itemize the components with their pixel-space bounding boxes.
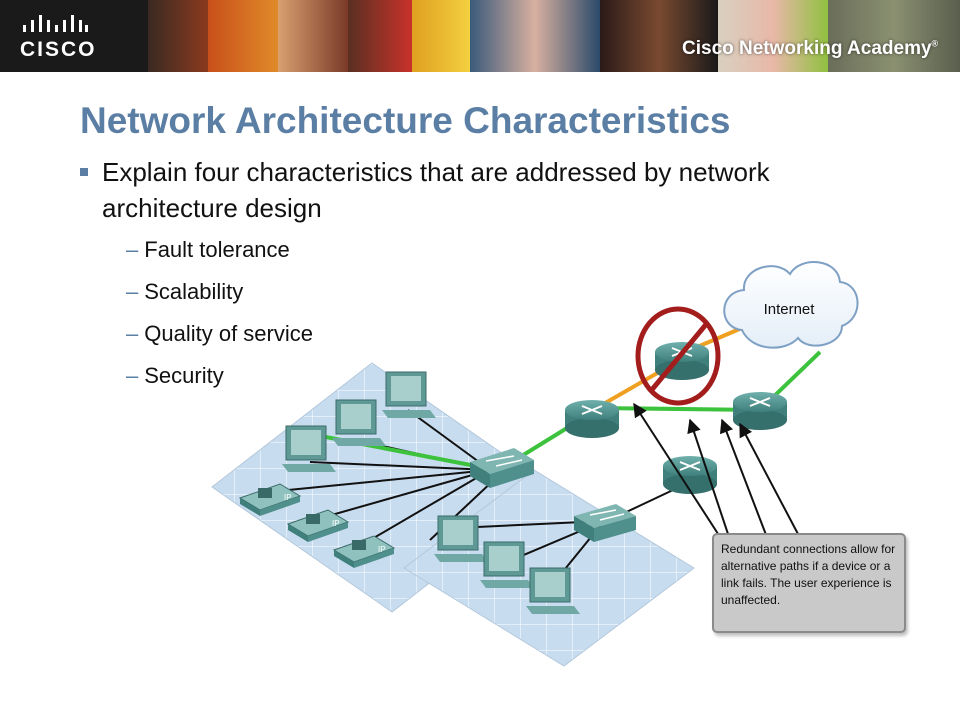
dash-icon: – xyxy=(126,321,139,346)
cisco-wordmark: CISCO xyxy=(20,38,97,61)
router-failed-icon xyxy=(655,342,709,380)
sub-bullet-text: Quality of service xyxy=(144,321,313,346)
callout-arrows xyxy=(633,402,799,541)
switch-right-icon xyxy=(574,504,636,542)
sub-bullet-quality-of-service: –Quality of service xyxy=(126,321,313,347)
main-bullet-text: Explain four characteristics that are ad… xyxy=(102,157,770,223)
dash-icon: – xyxy=(126,363,139,388)
sub-bullet-text: Fault tolerance xyxy=(144,237,290,262)
sub-bullet-text: Security xyxy=(144,363,224,388)
pc-icon-4 xyxy=(434,515,488,562)
pc-icon-3 xyxy=(282,425,336,472)
cisco-bars-icon xyxy=(23,15,88,32)
sub-bullet-fault-tolerance: –Fault tolerance xyxy=(126,237,290,263)
callout-text: Redundant connections allow for alternat… xyxy=(721,542,896,607)
ip-phone-icon-3: IP xyxy=(332,535,396,568)
router-left-icon xyxy=(565,400,619,438)
sub-bullet-security: –Security xyxy=(126,363,224,389)
dash-icon: – xyxy=(126,237,139,262)
cisco-logo: CISCO xyxy=(0,0,148,72)
academy-text: Cisco Networking Academy xyxy=(682,38,932,59)
academy-mark: ® xyxy=(931,38,939,49)
internet-label: Internet xyxy=(764,301,816,318)
sub-bullet-text: Scalability xyxy=(144,279,244,304)
pc-icon-5 xyxy=(480,541,534,588)
main-bullet: Explain four characteristics that are ad… xyxy=(80,154,810,226)
bullet-square-icon xyxy=(80,168,88,176)
ip-phone-icon-2: IP xyxy=(286,509,350,542)
callout-box: Redundant connections allow for alternat… xyxy=(712,533,906,633)
switch-left-icon xyxy=(470,448,534,488)
ip-phone-label: IP xyxy=(332,519,340,528)
internet-cloud-icon xyxy=(723,261,859,349)
dash-icon: – xyxy=(126,279,139,304)
sub-bullet-scalability: –Scalability xyxy=(126,279,243,305)
pc-icon-1 xyxy=(382,371,436,418)
ip-phone-label: IP xyxy=(284,493,292,502)
header-banner: CISCO Cisco Networking Academy® xyxy=(0,0,960,72)
ip-phone-icon-1: IP xyxy=(238,483,302,516)
ip-phone-label: IP xyxy=(378,545,386,554)
pc-icon-6 xyxy=(526,567,580,614)
academy-wordmark: Cisco Networking Academy® xyxy=(682,38,938,60)
page-title: Network Architecture Characteristics xyxy=(80,100,731,141)
pc-icon-2 xyxy=(332,399,386,446)
failure-mark-icon xyxy=(635,306,721,406)
